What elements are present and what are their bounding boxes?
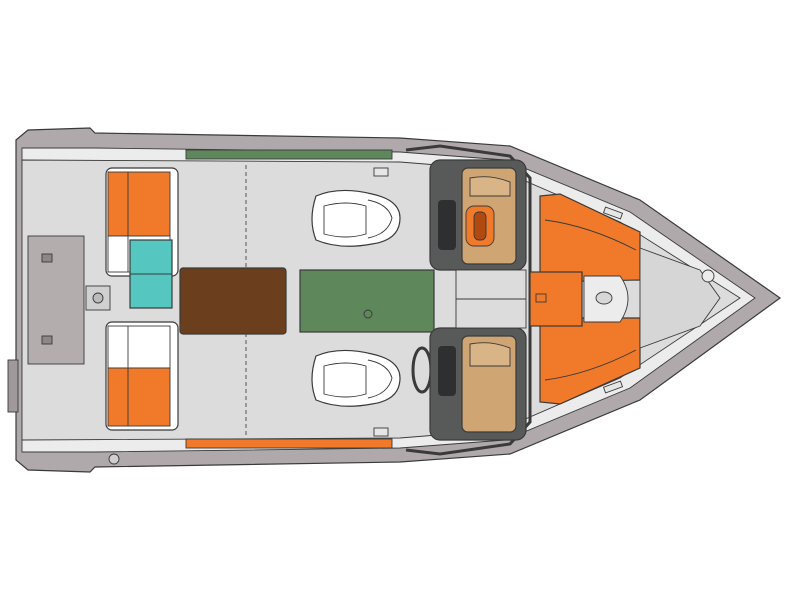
rear-bench-port-cushion <box>107 171 171 237</box>
rear-bench-starboard-back <box>107 325 171 369</box>
bow-deck-plate <box>639 247 721 349</box>
port-cleat <box>602 206 624 220</box>
starboard-console-seat-back <box>469 342 511 367</box>
anchor-well-drain-icon <box>595 291 613 305</box>
bow-cleat-icon <box>701 269 715 283</box>
starboard-swivel-seat <box>311 349 401 407</box>
starboard-rail-pad <box>185 438 393 449</box>
port-bracket <box>373 167 389 177</box>
transom-slot-bottom <box>41 335 53 345</box>
port-swivel-seat <box>311 189 401 247</box>
stern-cleat <box>7 359 19 413</box>
starboard-console-vent <box>438 346 456 396</box>
bow-cushion-port-seam <box>544 219 637 251</box>
rear-bench-starboard-cushion <box>107 367 171 427</box>
transom-motor-well <box>27 235 85 365</box>
bow-storage-hatch <box>529 271 583 327</box>
starboard-bracket <box>373 427 389 437</box>
drain-icon <box>92 292 104 304</box>
port-console-helm-inner <box>473 211 487 241</box>
bow-storage-handle <box>535 293 547 303</box>
table-mount-icon <box>363 309 373 319</box>
port-console-vent <box>438 200 456 250</box>
forward-table <box>299 269 435 333</box>
bow-cushion-starboard-seam <box>544 349 637 381</box>
deck-fitting-icon <box>108 453 120 465</box>
port-console-seat-back <box>469 176 511 197</box>
aft-table <box>179 267 287 335</box>
bow-cushion-starboard <box>539 317 641 405</box>
port-rail-pad <box>185 149 393 160</box>
transom-slot-top <box>41 253 53 263</box>
starboard-cleat <box>602 380 624 394</box>
